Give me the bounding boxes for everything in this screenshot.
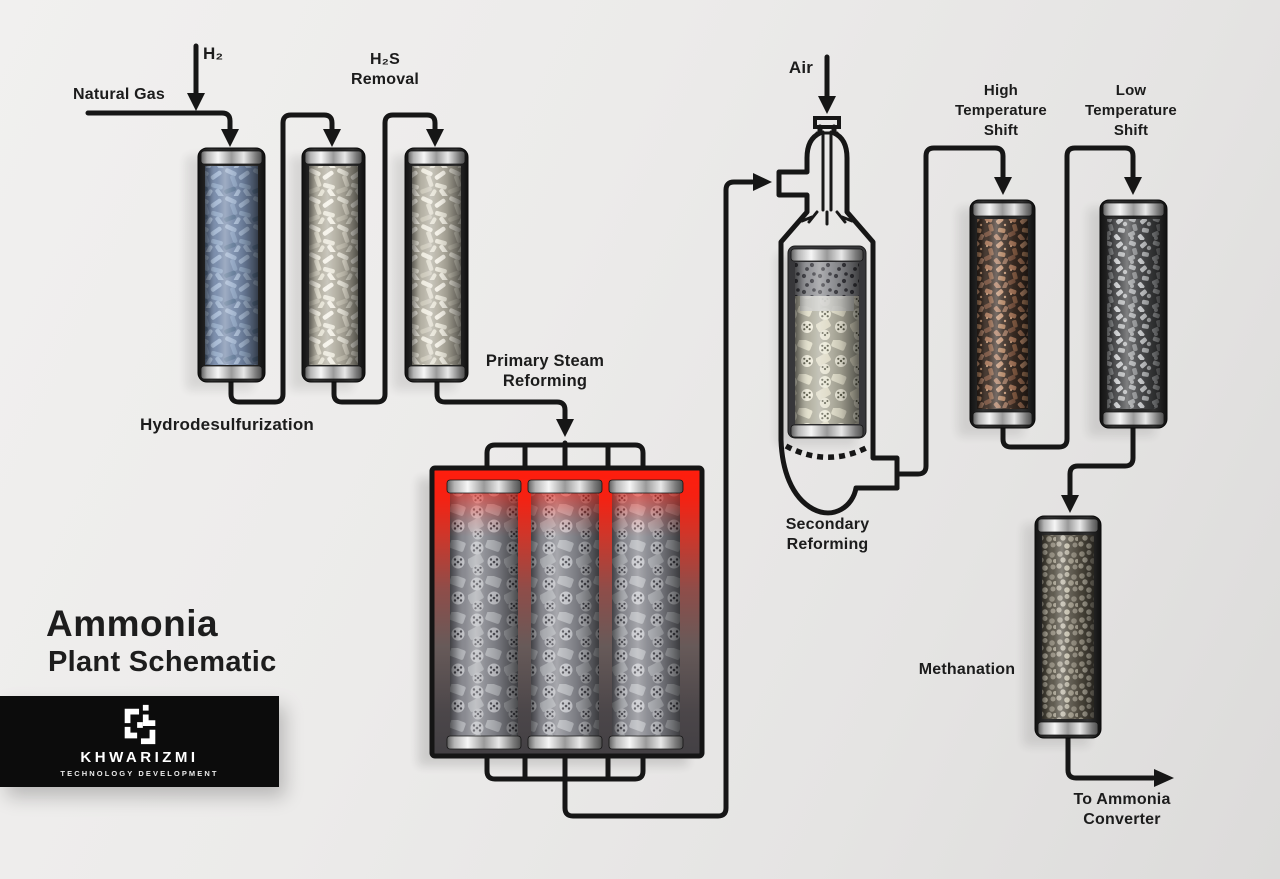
arrow-right-icon bbox=[1154, 769, 1174, 787]
arrow-down-icon bbox=[221, 129, 239, 147]
air-inlet bbox=[818, 54, 836, 114]
label-methanation: Methanation bbox=[918, 661, 1016, 678]
vessel-cap bbox=[972, 202, 1033, 217]
arrow-down-icon bbox=[818, 96, 836, 114]
air-inlet-flange bbox=[813, 116, 841, 129]
vessel-cap bbox=[527, 479, 603, 494]
arrow-right-icon bbox=[753, 173, 772, 191]
label-line: Temperature bbox=[1085, 101, 1177, 119]
page-title-line2: Plant Schematic bbox=[48, 646, 277, 678]
label-secondary-reforming: Secondary Reforming bbox=[764, 515, 891, 554]
pipe-zno2-to-primary-reformer bbox=[434, 376, 574, 437]
vessel-cap bbox=[304, 150, 363, 165]
khwarizmi-logo-icon bbox=[124, 704, 155, 745]
arrow-down-icon bbox=[1124, 177, 1142, 195]
burner-lance bbox=[800, 130, 854, 226]
primary-reformer-inlet-manifold bbox=[484, 440, 646, 471]
vessel-h2s-removal-1 bbox=[301, 147, 366, 383]
arrow-down-icon bbox=[187, 93, 205, 111]
pipe-zno1-to-zno2 bbox=[331, 112, 444, 405]
label-h2: H₂ bbox=[203, 44, 224, 63]
label-line: Secondary bbox=[785, 516, 870, 533]
vessel-cap bbox=[200, 150, 263, 165]
vessel-secondary-reformer bbox=[787, 245, 867, 439]
label-line: Primary Steam bbox=[485, 352, 605, 370]
vessel-cap bbox=[200, 365, 263, 380]
arrow-down-icon bbox=[556, 419, 574, 437]
vessel-cap bbox=[407, 365, 466, 380]
reformer-tube bbox=[608, 479, 684, 750]
vessel-cap bbox=[790, 248, 864, 262]
label-line: Reforming bbox=[502, 372, 588, 391]
vessel-cap bbox=[608, 735, 684, 750]
vessel-cap bbox=[1102, 411, 1165, 426]
brand-tagline: TECHNOLOGY DEVELOPMENT bbox=[60, 769, 219, 778]
vessel-cap bbox=[608, 479, 684, 494]
pipe-hts-to-lts bbox=[1000, 145, 1142, 450]
label-primary-steam-reforming: Primary Steam Reforming bbox=[463, 351, 627, 391]
brand-banner: KHWARIZMI TECHNOLOGY DEVELOPMENT bbox=[0, 696, 279, 787]
secondary-reformer bbox=[776, 54, 900, 516]
label-to-ammonia-converter: To Ammonia Converter bbox=[1046, 790, 1198, 829]
label-low-temperature-shift: Low Temperature Shift bbox=[1071, 81, 1191, 140]
vessel-cap bbox=[1037, 721, 1099, 736]
vessel-methanation bbox=[1034, 515, 1102, 739]
page-title-line1: Ammonia bbox=[46, 603, 219, 644]
vessel-cap bbox=[446, 735, 522, 750]
vessel-cap bbox=[1102, 202, 1165, 217]
label-line: High bbox=[983, 82, 1019, 99]
pipe-lts-to-methanation bbox=[1061, 421, 1136, 513]
vessel-cap bbox=[407, 150, 466, 165]
pipe-methanation-outlet bbox=[1065, 732, 1174, 787]
pipe-hydrogen-feed bbox=[187, 43, 205, 111]
arrow-down-icon bbox=[994, 177, 1012, 195]
vessel-cap bbox=[972, 411, 1033, 426]
vessel-cap bbox=[790, 424, 864, 438]
label-line: Temperature bbox=[955, 101, 1047, 119]
arrow-down-icon bbox=[426, 129, 444, 147]
label-line: Converter bbox=[1083, 810, 1161, 828]
label-line: Removal bbox=[350, 70, 420, 88]
pipe-natural-gas-feed bbox=[85, 110, 239, 147]
pipe-hds-to-zno1 bbox=[228, 112, 341, 405]
label-air: Air bbox=[788, 58, 814, 77]
reformer-tube bbox=[527, 479, 603, 750]
vessel-hydrodesulfurization bbox=[197, 147, 266, 383]
vessel-low-temperature-shift bbox=[1099, 199, 1168, 429]
primary-steam-reformer-furnace bbox=[429, 465, 705, 759]
vessel-high-temperature-shift bbox=[969, 199, 1036, 429]
arrow-down-icon bbox=[1061, 495, 1079, 513]
label-line: To Ammonia bbox=[1073, 791, 1171, 808]
vessel-h2s-removal-2 bbox=[404, 147, 469, 383]
arrow-down-icon bbox=[323, 129, 341, 147]
label-line: Low bbox=[1115, 82, 1147, 99]
brand-name: KHWARIZMI bbox=[80, 749, 199, 766]
reformer-tube bbox=[446, 479, 522, 750]
label-line: Shift bbox=[1113, 121, 1149, 139]
perforated-grate bbox=[784, 443, 870, 460]
vessel-cap bbox=[304, 365, 363, 380]
label-natural-gas: Natural Gas bbox=[72, 86, 165, 103]
pipe-secondary-reformer-to-hts bbox=[894, 145, 1012, 477]
label-line: H₂S bbox=[370, 51, 400, 68]
vessel-cap bbox=[1037, 518, 1099, 533]
vessel-cap bbox=[446, 479, 522, 494]
label-high-temperature-shift: High Temperature Shift bbox=[941, 81, 1061, 140]
vessel-cap bbox=[527, 735, 603, 750]
label-line: Reforming bbox=[786, 535, 869, 553]
label-h2s-removal: H₂S Removal bbox=[333, 50, 437, 89]
primary-reformer-outlet-manifold-and-transfer-line bbox=[484, 173, 772, 819]
label-line: Shift bbox=[983, 121, 1019, 139]
label-hydrodesulfurization: Hydrodesulfurization bbox=[139, 415, 314, 434]
